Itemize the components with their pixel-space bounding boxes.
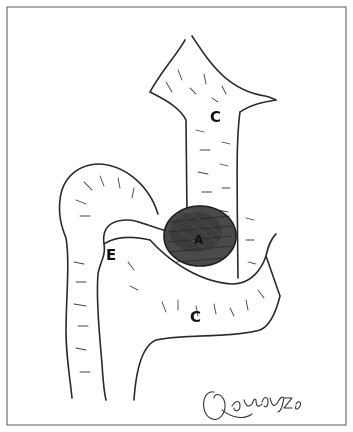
label-c-top: C — [210, 108, 221, 126]
lower-tube-right-end — [266, 256, 280, 296]
artist-signature — [204, 392, 301, 420]
upper-tube-branch — [240, 100, 276, 112]
label-c-bottom: C — [190, 308, 201, 326]
lower-tube-bottom-wall — [134, 296, 280, 400]
label-a-mass: A — [194, 233, 204, 247]
upper-tube-left-wall — [150, 40, 187, 215]
label-e-left: E — [106, 246, 116, 264]
left-loop-outer-wall — [59, 164, 158, 398]
left-loop-inner-curl — [104, 237, 150, 244]
